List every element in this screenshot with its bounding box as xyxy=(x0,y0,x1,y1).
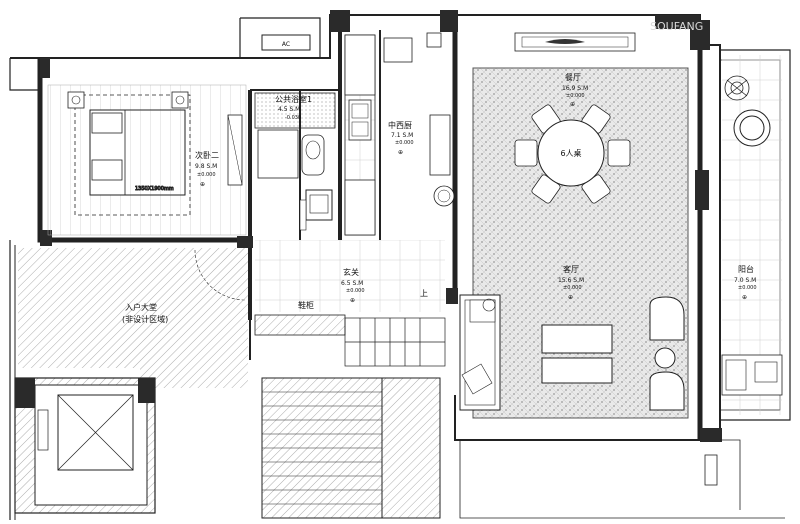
armchair xyxy=(649,296,685,411)
bedroom2-name: 次卧二 xyxy=(195,150,219,160)
stair-up-label: 上 xyxy=(420,289,428,298)
living-dining: 6人桌 餐厅 16.9 S.M ±0.000 ⊕ 客厅 15.6 S.M ±0.… xyxy=(459,32,689,419)
bed: 1350X1900mm xyxy=(74,94,191,216)
lobby: 入户大堂 (非设计区域) xyxy=(18,248,248,388)
kitchen: 中西厨 7.1 S.M ±0.000 ⊕ xyxy=(344,32,455,236)
level-marker-icon: ⊕ xyxy=(200,181,205,188)
stairs xyxy=(344,317,446,367)
lounge-chair xyxy=(733,109,771,147)
lobby-name: 入户大堂 xyxy=(125,302,157,312)
bedroom2: 1350X1900mm 次卧二 9.8 S.M ±0.000 ⊕ xyxy=(47,84,247,236)
foyer-area: 6.5 S.M xyxy=(341,280,363,287)
kitchen-sink xyxy=(348,99,372,141)
foyer-name: 玄关 xyxy=(343,267,359,277)
living-name: 客厅 xyxy=(563,264,579,274)
plant-icon xyxy=(724,75,750,101)
balcony-level: ±0.000 xyxy=(738,285,757,291)
balcony: 阳台 7.0 S.M ±0.000 ⊕ xyxy=(721,55,783,415)
kitchen-name: 中西厨 xyxy=(388,120,412,130)
level-marker-icon: ⊕ xyxy=(398,149,403,156)
balcony-area: 7.0 S.M xyxy=(734,277,756,284)
dining-table xyxy=(514,104,631,204)
fridge xyxy=(344,179,376,236)
level-marker-icon: ⊕ xyxy=(742,294,747,301)
public-bath-level: -0.030 xyxy=(285,115,301,121)
foyer: 玄关 6.5 S.M ±0.000 ⊕ 鞋柜 上 xyxy=(194,240,446,367)
shoe-cabinet xyxy=(254,314,346,336)
dining-level: ±0.000 xyxy=(566,93,585,99)
coffee-table xyxy=(541,357,613,384)
bedroom2-area: 9.8 S.M xyxy=(195,163,217,170)
laundry xyxy=(721,354,783,396)
coffee-table xyxy=(541,324,613,354)
kitchen-area: 7.1 S.M xyxy=(391,132,413,139)
elevator xyxy=(14,377,156,514)
table-label: 6人桌 xyxy=(560,148,581,158)
foyer-level: ±0.000 xyxy=(346,288,365,294)
kitchen-level: ±0.000 xyxy=(395,140,414,146)
dining-area: 16.9 S.M xyxy=(562,85,588,92)
dining-name: 餐厅 xyxy=(565,73,581,82)
terrace-outline xyxy=(459,439,785,519)
sofa xyxy=(459,294,501,411)
watermark: SOUFANG xyxy=(650,20,703,33)
level-marker-icon: ⊕ xyxy=(570,101,575,108)
living-level: ±0.000 xyxy=(563,285,582,291)
shoe-cabinet-label: 鞋柜 xyxy=(298,300,314,310)
bedroom2-level: ±0.000 xyxy=(197,172,216,178)
level-marker-icon: ⊕ xyxy=(350,297,355,304)
public-bath: 公共浴室1 4.5 S.M -0.030 xyxy=(254,92,336,231)
living-area: 15.6 S.M xyxy=(558,277,584,284)
nightstand xyxy=(67,91,85,109)
public-bath-area: 4.5 S.M xyxy=(278,106,300,113)
kitchen-island xyxy=(429,114,451,176)
level-marker-icon: ⊕ xyxy=(568,294,573,301)
lobby-note: (非设计区域) xyxy=(122,314,168,324)
stairwell xyxy=(261,377,441,519)
nightstand xyxy=(171,91,189,109)
public-bath-name: 公共浴室1 xyxy=(275,94,312,104)
balcony-name: 阳台 xyxy=(738,264,754,274)
oven xyxy=(383,37,413,63)
shower xyxy=(257,129,299,179)
ac-unit: AC xyxy=(261,34,311,51)
bed-size-label: 1350X1900mm xyxy=(135,186,174,192)
ac-label: AC xyxy=(282,41,290,48)
